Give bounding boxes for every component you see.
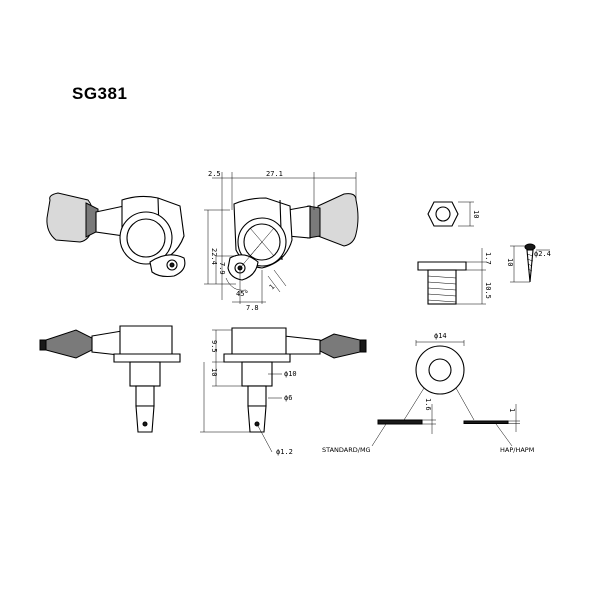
dim-top-width: 27.1 [266,170,283,178]
hex-nut: 10 [427,201,480,227]
dim-height-a: 22.4 [210,248,218,265]
dim-angle: 45° [236,290,249,298]
label-hap: HAP/HAPM [500,446,534,454]
dim-washer-dia: ϕ14 [434,332,447,340]
dim-hole-dia: ϕ1.2 [276,448,293,456]
dim-washer-hap: 1 [508,408,516,412]
side-view-dimensioned: 9.5 10 ϕ10 ϕ6 ϕ1.2 [200,327,367,456]
dim-nut-width: 10 [472,210,480,218]
side-view-plain [39,325,181,433]
dim-screw-dia: ϕ2.4 [534,250,551,258]
dim-washer-std: 1.6 [424,398,432,411]
dim-hole-offset: 7.8 [246,304,259,312]
screw: 10 ϕ2.4 [506,243,551,283]
dim-hole-small: 1 [268,283,277,292]
front-view-plain [46,192,186,278]
model-title: SG381 [72,84,128,103]
dim-side-top: 9.5 [210,340,218,353]
dim-side-mid: 10 [210,368,218,376]
dim-height-b: 7.9 [218,262,226,275]
dim-bushing-b: 10.5 [484,282,492,299]
dim-top-offset: 2.5 [208,170,221,178]
label-standard: STANDARD/MG [322,446,371,454]
dim-shaft-dia: ϕ6 [284,394,292,402]
bushing: 1.7 10.5 [417,248,492,305]
washer: ϕ14 1.6 STANDARD/MG 1 HAP/HAPM [322,332,534,454]
dim-bushing-a: 1.7 [484,252,492,265]
dim-post-dia: ϕ10 [284,370,297,378]
front-view-dimensioned: 2.5 27.1 22.4 7.9 45° 7.8 1 [204,170,359,312]
dim-screw-len: 10 [506,258,514,266]
